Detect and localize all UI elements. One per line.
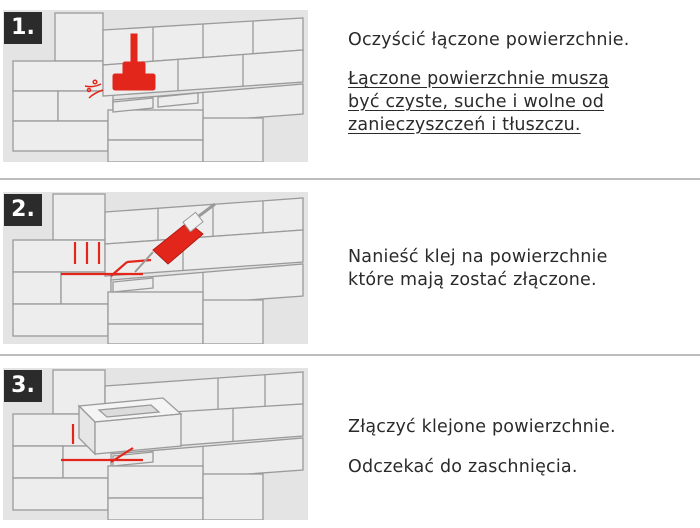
section-divider xyxy=(0,178,700,180)
step-instruction: Złączyć klejone powierzchnie. xyxy=(348,417,616,437)
step-1: 1. xyxy=(0,0,700,178)
step-2: 2. xyxy=(0,182,700,354)
step-2-illustration xyxy=(3,192,308,344)
note-line: zanieczyszczeń i tłuszczu. xyxy=(348,115,581,135)
step-number-badge: 2. xyxy=(4,194,42,226)
step-note: Łączone powierzchnie muszą być czyste, s… xyxy=(348,68,693,137)
note-line: być czyste, suche i wolne od xyxy=(348,92,605,112)
instruction-line: Nanieść klej na powierzchnie xyxy=(348,247,608,267)
instruction-line: które mają zostać złączone. xyxy=(348,270,597,290)
step-3: 3. xyxy=(0,358,700,528)
section-divider xyxy=(0,354,700,356)
step-instruction: Nanieść klej na powierzchnie które mają … xyxy=(348,246,693,292)
step-number-badge: 1. xyxy=(4,12,42,44)
note-line: Łączone powierzchnie muszą xyxy=(348,69,609,89)
step-1-illustration xyxy=(3,10,308,162)
step-instruction: Oczyścić łączone powierzchnie. xyxy=(348,30,630,50)
step-number-badge: 3. xyxy=(4,370,42,402)
step-note: Odczekać do zaschnięcia. xyxy=(348,457,578,477)
step-3-illustration xyxy=(3,368,308,520)
